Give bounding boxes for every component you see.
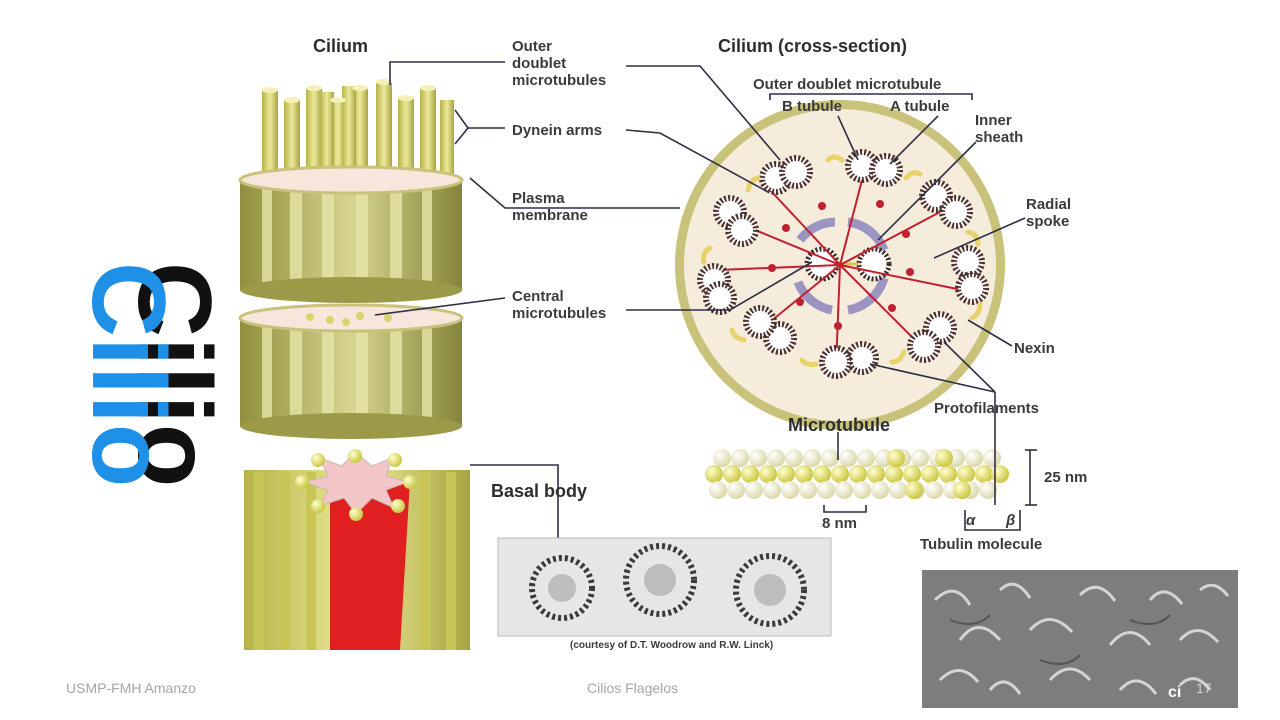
cilium-membrane-cylinder-lower [238,303,464,439]
leader-lines [374,61,1037,552]
basal-body-drawing [244,449,470,650]
footer-page-number: 17 [1196,680,1212,696]
cross-section-header: Cilium (cross-section) [718,36,908,56]
label-radial-spoke: Radial spoke [1026,196,1072,230]
label-25nm: 25 nm [1044,469,1088,486]
label-central-microtubules: Central microtubules [512,288,607,322]
label-outer-doublet-microtubule: Outer doublet microtubule [753,76,942,93]
label-outer-doublet-microtubules: Outer doublet microtubules [512,38,607,89]
cross-section-drawing [675,100,1005,430]
label-8nm: 8 nm [822,515,858,532]
label-plasma-membrane: Plasma membrane [512,190,588,224]
label-inner-sheath: Inner sheath [975,112,1024,146]
label-nexin: Nexin [1014,340,1055,357]
label-a-tubule: A tubule [890,98,950,115]
label-protofilaments: Protofilaments [934,400,1040,417]
basal-body-header: Basal body [491,481,588,501]
label-beta: β [1006,512,1016,529]
label-b-tubule: B tubule [782,98,842,115]
footer-center: Cilios Flagelos [587,680,679,696]
label-alpha: α [966,512,976,529]
cilia-sem-micrograph [922,570,1238,708]
basal-body-micrograph [497,537,832,637]
label-dynein-arms: Dynein arms [512,122,603,139]
microtubule-drawing [705,449,1009,499]
micrograph-ci-label: ci [1168,684,1182,701]
label-tubulin-molecule: Tubulin molecule [920,536,1043,553]
cilium-membrane-cylinder-upper [238,165,464,303]
footer-left: USMP-FMH Amanzo [66,680,196,696]
microtubule-header: Microtubule [788,415,890,435]
micrograph-credit: (courtesy of D.T. Woodrow and R.W. Linck… [570,640,774,651]
cilium-header: Cilium [313,36,369,56]
